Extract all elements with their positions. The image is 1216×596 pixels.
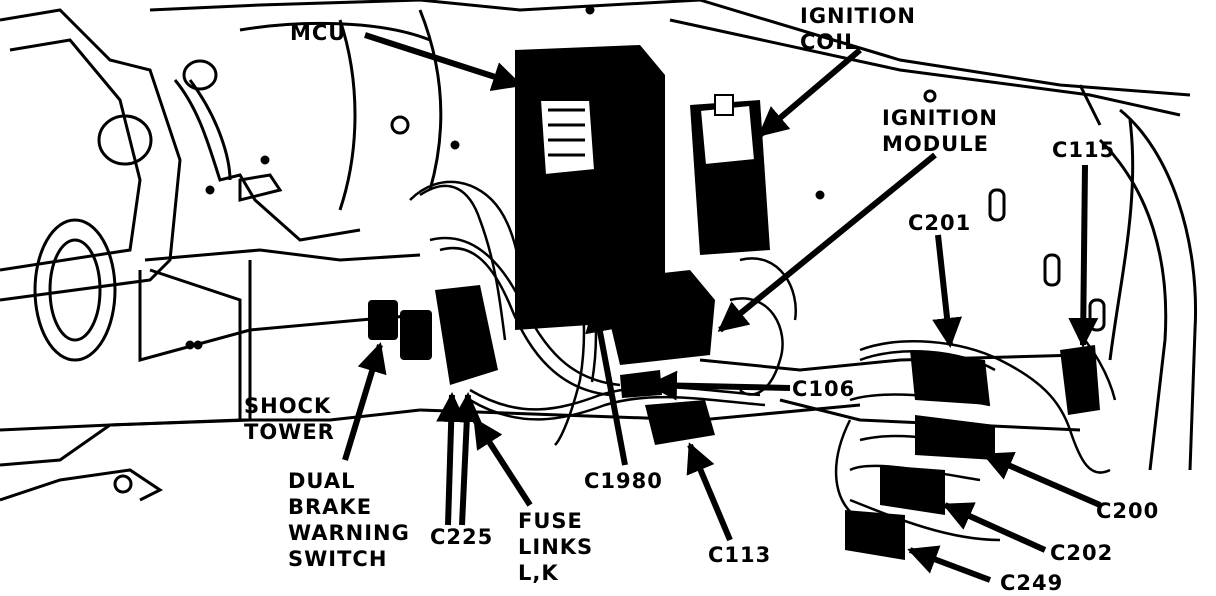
label-c225: C225 <box>430 525 494 549</box>
arrow-c200 <box>982 452 1102 508</box>
label-c113: C113 <box>708 543 772 567</box>
arrow-c106 <box>647 370 791 401</box>
arrow-c225-b <box>451 392 482 526</box>
label-dual-brake-warning-switch: DUAL BRAKE WARNING SWITCH <box>288 469 410 571</box>
label-c1980: C1980 <box>584 469 663 493</box>
label-ignition-coil: IGNITION COIL <box>800 4 917 54</box>
arrow-dual-brake <box>342 342 387 461</box>
c113-connector <box>645 400 715 445</box>
label-c202: C202 <box>1050 541 1114 565</box>
ignition-coil <box>690 94 770 255</box>
label-c249: C249 <box>1000 571 1064 595</box>
arrow-c115 <box>1068 164 1099 348</box>
arrow-c202 <box>942 502 1047 553</box>
c201-connector <box>910 350 990 405</box>
arrow-c201 <box>932 234 962 348</box>
arrow-c113 <box>686 442 733 542</box>
label-shock-tower: SHOCK TOWER <box>244 394 335 444</box>
label-c115: C115 <box>1052 138 1116 162</box>
arrow-ignition-module <box>717 152 937 333</box>
leader-arrows <box>342 32 1102 583</box>
arrow-c1980 <box>585 302 628 466</box>
arrow-c225-a <box>436 392 467 526</box>
c1980-connector <box>596 235 630 305</box>
c249-connector <box>845 510 905 560</box>
label-c106: C106 <box>792 377 856 401</box>
arrow-mcu <box>364 32 523 91</box>
dual-brake-switch-connector <box>368 300 398 340</box>
label-ignition-module: IGNITION MODULE <box>882 106 999 156</box>
mcu-module <box>515 45 665 330</box>
c200-connector <box>915 415 995 460</box>
arrow-ignition-coil <box>757 47 862 138</box>
arrow-c249 <box>907 545 992 583</box>
label-c200: C200 <box>1096 499 1160 523</box>
c225-connector <box>435 285 498 385</box>
c115-connector <box>1060 345 1100 415</box>
c202-connector <box>880 465 945 515</box>
arrow-fuse-links <box>472 417 533 507</box>
label-fuse-links: FUSE LINKS L,K <box>518 509 594 585</box>
label-mcu: MCU <box>290 21 347 45</box>
label-c201: C201 <box>908 211 972 235</box>
connectors <box>368 235 1100 560</box>
